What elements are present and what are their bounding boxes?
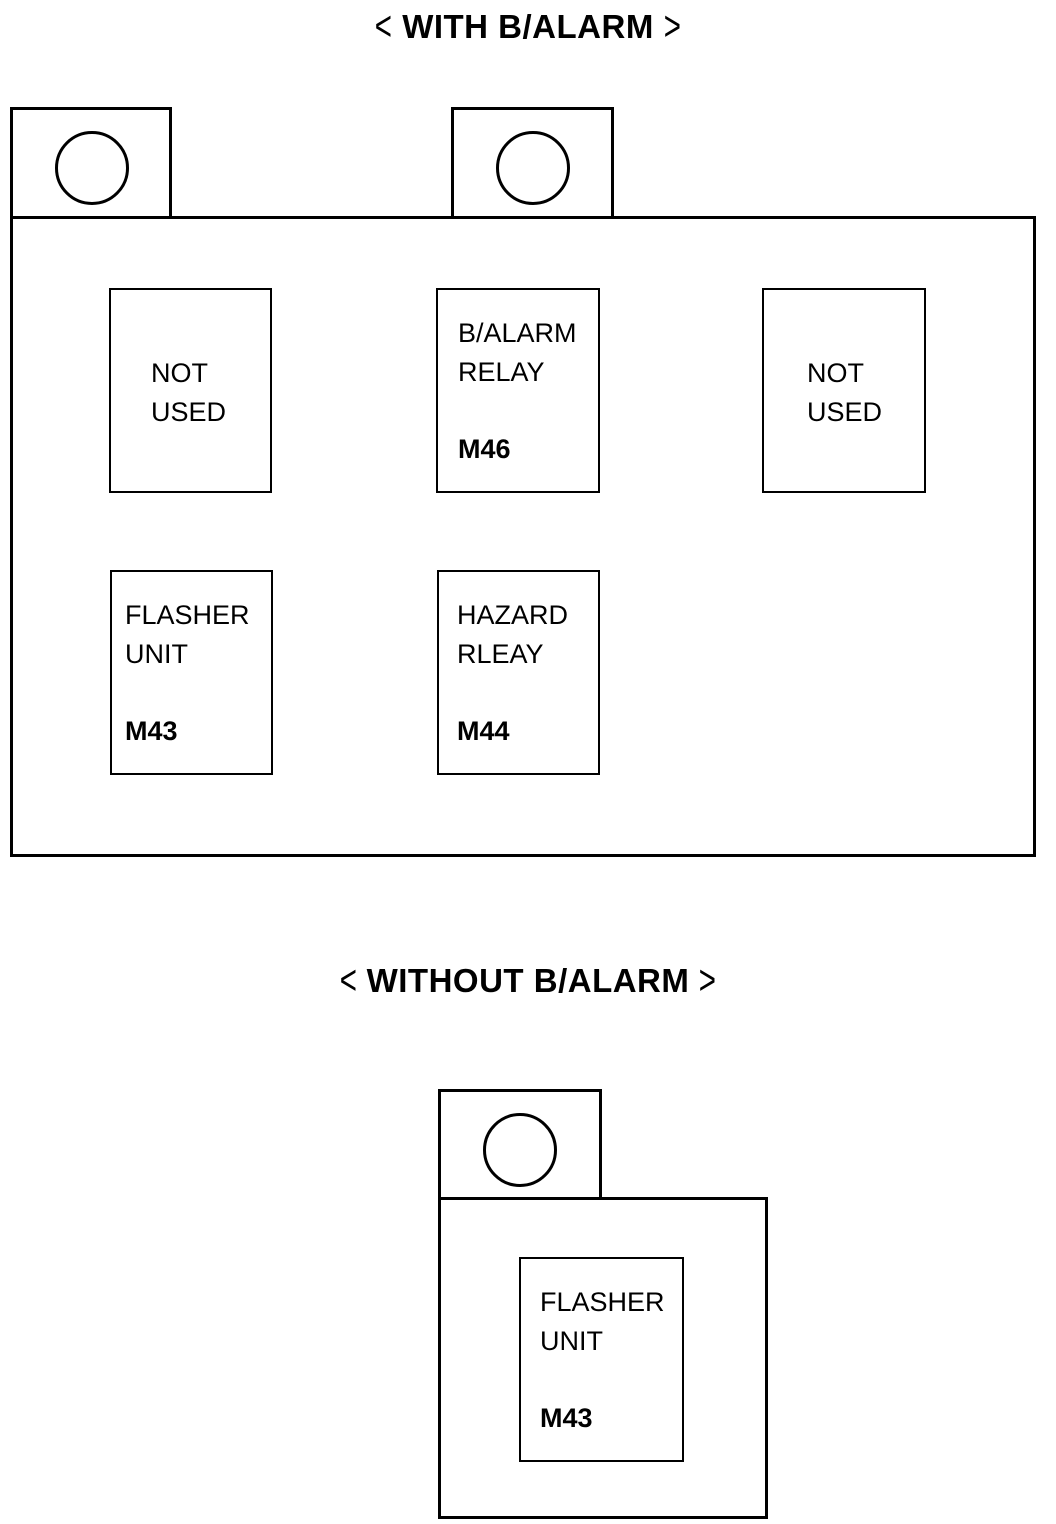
slot-label-line1: FLASHER xyxy=(540,1287,665,1317)
slot-hazard-relay: HAZARD RLEAY M44 xyxy=(437,570,600,775)
slot-flasher-unit: FLASHER UNIT M43 xyxy=(519,1257,684,1462)
slot-label-line2: UNIT xyxy=(125,639,188,669)
slot-label-line2: RLEAY xyxy=(457,639,544,669)
slot-label-line1: HAZARD xyxy=(457,600,569,630)
connector-code: M43 xyxy=(540,1403,593,1433)
heading-with-alarm: <WITH B/ALARM> xyxy=(0,2,1056,50)
slot-label-line2: USED xyxy=(151,397,227,427)
slot-flasher-unit: FLASHER UNIT M43 xyxy=(110,570,273,775)
slot-b-alarm-relay: B/ALARM RELAY M46 xyxy=(436,288,600,493)
slot-label-line1: FLASHER xyxy=(125,600,250,630)
mounting-hole-icon xyxy=(55,131,129,205)
mounting-hole-icon xyxy=(496,131,570,205)
connector-code: M46 xyxy=(458,434,511,464)
slot-not-used-right: NOT USED xyxy=(762,288,926,493)
slot-label-line2: USED xyxy=(807,397,883,427)
left-bracket: < xyxy=(374,2,393,49)
slot-label-line1: NOT xyxy=(151,358,208,388)
right-bracket: > xyxy=(699,956,717,1003)
left-bracket: < xyxy=(339,956,357,1003)
slot-label-line1: B/ALARM xyxy=(458,318,577,348)
connector-code: M44 xyxy=(457,716,510,746)
mounting-tab xyxy=(438,1089,602,1203)
mounting-hole-icon xyxy=(483,1113,557,1187)
right-bracket: > xyxy=(663,2,682,49)
slot-label-line2: UNIT xyxy=(540,1326,603,1356)
mounting-tab-center xyxy=(451,107,614,221)
slot-not-used-left: NOT USED xyxy=(109,288,272,493)
slot-label-line2: RELAY xyxy=(458,357,545,387)
slot-label-line1: NOT xyxy=(807,358,864,388)
heading-without-alarm: <WITHOUT B/ALARM> xyxy=(0,956,1056,1004)
heading-with-alarm-title: WITH B/ALARM xyxy=(402,8,654,45)
heading-without-alarm-title: WITHOUT B/ALARM xyxy=(366,962,690,999)
mounting-tab-left xyxy=(10,107,172,221)
connector-code: M43 xyxy=(125,716,178,746)
